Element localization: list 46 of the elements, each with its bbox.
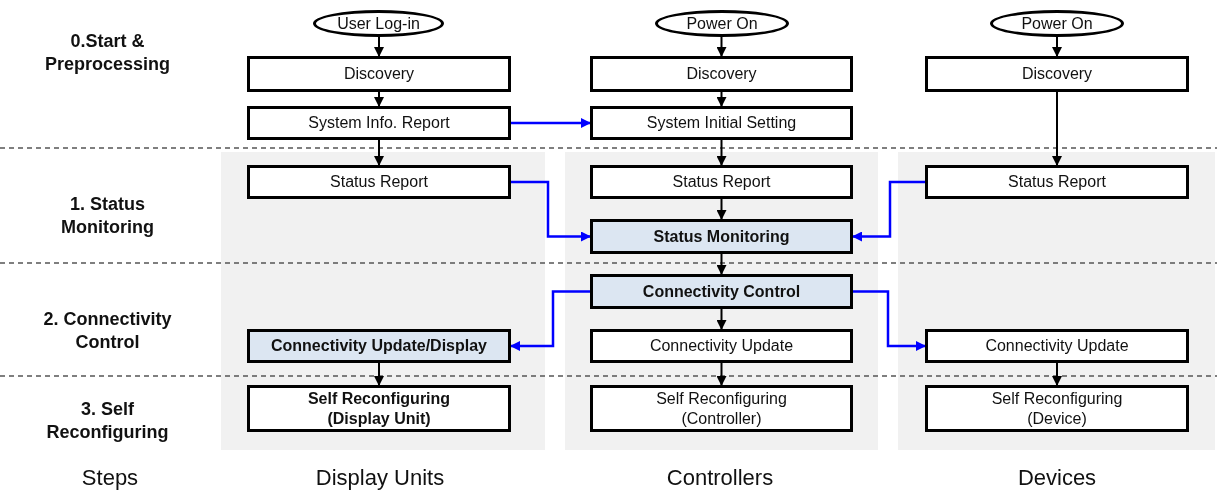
- process-box: Discovery: [590, 56, 853, 92]
- process-box: Connectivity Control: [590, 274, 853, 309]
- step-label: 0.Start & Preprocessing: [43, 30, 172, 77]
- step-label: 2. Connectivity Control: [42, 308, 173, 355]
- arrow: [716, 139, 727, 166]
- arrow: [716, 253, 727, 275]
- process-box: Self Reconfiguring (Display Unit): [247, 385, 511, 432]
- step-label: 1. Status Monitoring: [60, 193, 155, 240]
- process-box: Status Monitoring: [590, 219, 853, 254]
- process-box: Discovery: [247, 56, 511, 92]
- arrow: [374, 362, 384, 386]
- process-box: Discovery: [925, 56, 1189, 92]
- arrow: [1052, 362, 1062, 386]
- process-box: System Initial Setting: [590, 106, 853, 140]
- column-label: Steps: [80, 465, 140, 491]
- process-box: Status Report: [247, 165, 511, 199]
- column-label: Controllers: [665, 465, 775, 491]
- terminal-ellipse: Power On: [990, 10, 1124, 37]
- arrow: [852, 180, 925, 242]
- process-box: Status Report: [590, 165, 853, 199]
- process-box: Connectivity Update/Display: [247, 329, 511, 363]
- arrow: [853, 290, 926, 351]
- process-box: System Info. Report: [247, 106, 511, 140]
- arrow: [374, 36, 384, 57]
- arrow: [716, 91, 727, 107]
- process-box: Status Report: [925, 165, 1189, 199]
- arrow: [716, 362, 727, 386]
- arrow: [716, 308, 727, 330]
- process-box: Self Reconfiguring (Device): [925, 385, 1189, 432]
- arrow: [1052, 36, 1062, 57]
- column-label: Display Units: [314, 465, 446, 491]
- arrow: [374, 139, 384, 166]
- process-box: Connectivity Update: [590, 329, 853, 363]
- arrow: [511, 180, 591, 242]
- arrow: [510, 290, 590, 351]
- process-box: Self Reconfiguring (Controller): [590, 385, 853, 432]
- arrow: [716, 36, 727, 57]
- arrow: [511, 118, 591, 128]
- step-label: 3. Self Reconfiguring: [45, 398, 170, 445]
- arrow: [374, 91, 384, 107]
- terminal-ellipse: Power On: [655, 10, 789, 37]
- column-label: Devices: [1016, 465, 1098, 491]
- process-box: Connectivity Update: [925, 329, 1189, 363]
- arrow: [1052, 91, 1062, 166]
- arrow: [716, 198, 727, 220]
- terminal-ellipse: User Log-in: [313, 10, 444, 37]
